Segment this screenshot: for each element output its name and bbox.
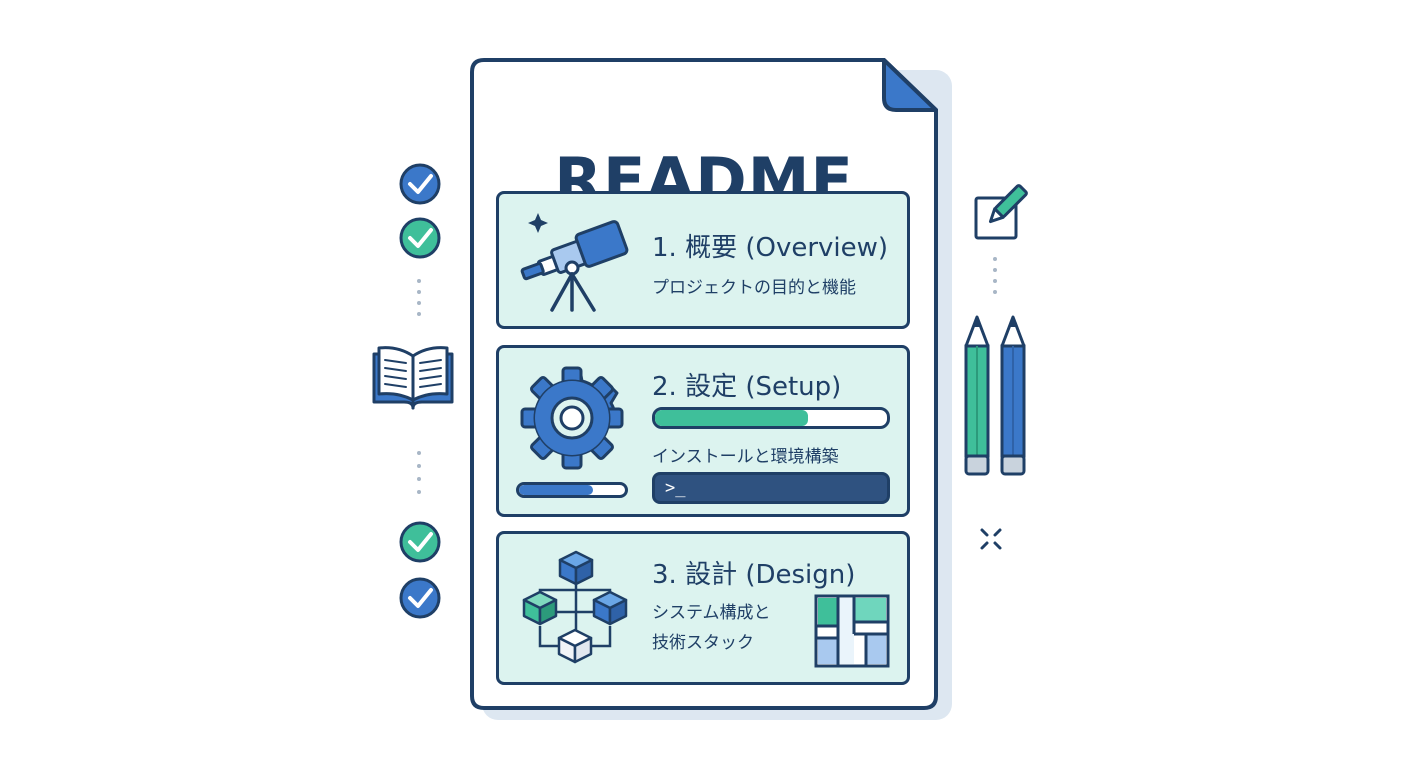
edit-icon <box>974 184 1028 240</box>
setup-small-progress-fill <box>519 485 594 495</box>
pencil-icon <box>964 315 990 476</box>
section-design-heading: 3. 設計 (Design) <box>652 560 856 590</box>
check-circle-icon <box>399 577 441 619</box>
section-design-description-line1: システム構成と <box>652 603 771 623</box>
setup-progress-bar <box>652 407 890 429</box>
pencil-icon <box>1000 315 1026 476</box>
setup-small-progress-bar <box>516 482 628 498</box>
layout-grid-icon <box>814 594 890 668</box>
section-design-description-line2: 技術スタック <box>652 633 754 653</box>
section-setup-heading: 2. 設定 (Setup) <box>652 372 842 402</box>
dotted-connector <box>417 451 421 494</box>
telescope-icon <box>520 213 629 312</box>
section-setup-description: インストールと環境構築 <box>652 447 839 467</box>
cube-network-icon <box>522 550 628 664</box>
sparkle-icon <box>528 213 548 233</box>
folded-corner <box>882 58 938 112</box>
check-circle-icon <box>399 217 441 259</box>
dotted-connector <box>993 257 997 294</box>
setup-progress-fill <box>655 410 809 426</box>
sparkle-icon <box>980 528 1002 550</box>
check-circle-icon <box>399 521 441 563</box>
dotted-connector <box>417 279 421 316</box>
terminal-prompt: >_ <box>652 472 890 504</box>
check-circle-icon <box>399 163 441 205</box>
section-overview-heading: 1. 概要 (Overview) <box>652 233 889 263</box>
section-overview-description: プロジェクトの目的と機能 <box>652 278 856 298</box>
gear-icon <box>520 366 624 470</box>
open-book-icon <box>372 346 454 410</box>
